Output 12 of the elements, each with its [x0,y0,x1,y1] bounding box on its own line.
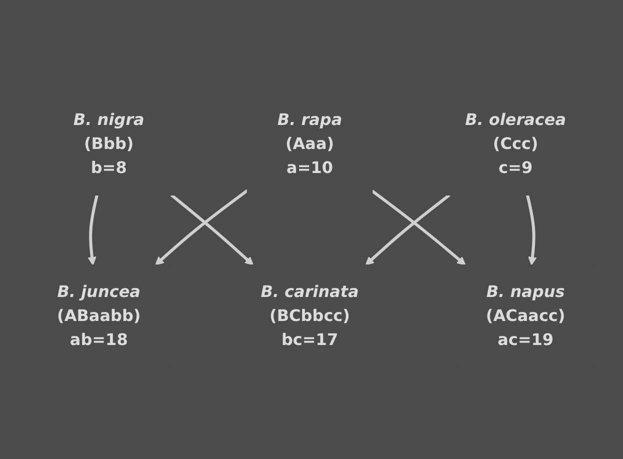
node-text: B. carinata (BCbbcc) bc=17 [260,281,359,348]
node-text: B. nigra (Bbb) b=8 [73,110,144,176]
node-text: B. napus (ACaacc) ac=19 [486,281,566,348]
arrow [371,189,466,265]
arrow [88,194,98,265]
arrow [170,193,254,265]
node-text: B. rapa (Aaa) a=10 [277,110,342,176]
node-text: B. oleracea (Ccc) c=9 [465,110,566,176]
arrow [365,193,450,265]
arrow [526,194,537,265]
arrow [155,188,248,265]
node-text: B. juncea (ABaabb) ab=18 [56,281,141,348]
